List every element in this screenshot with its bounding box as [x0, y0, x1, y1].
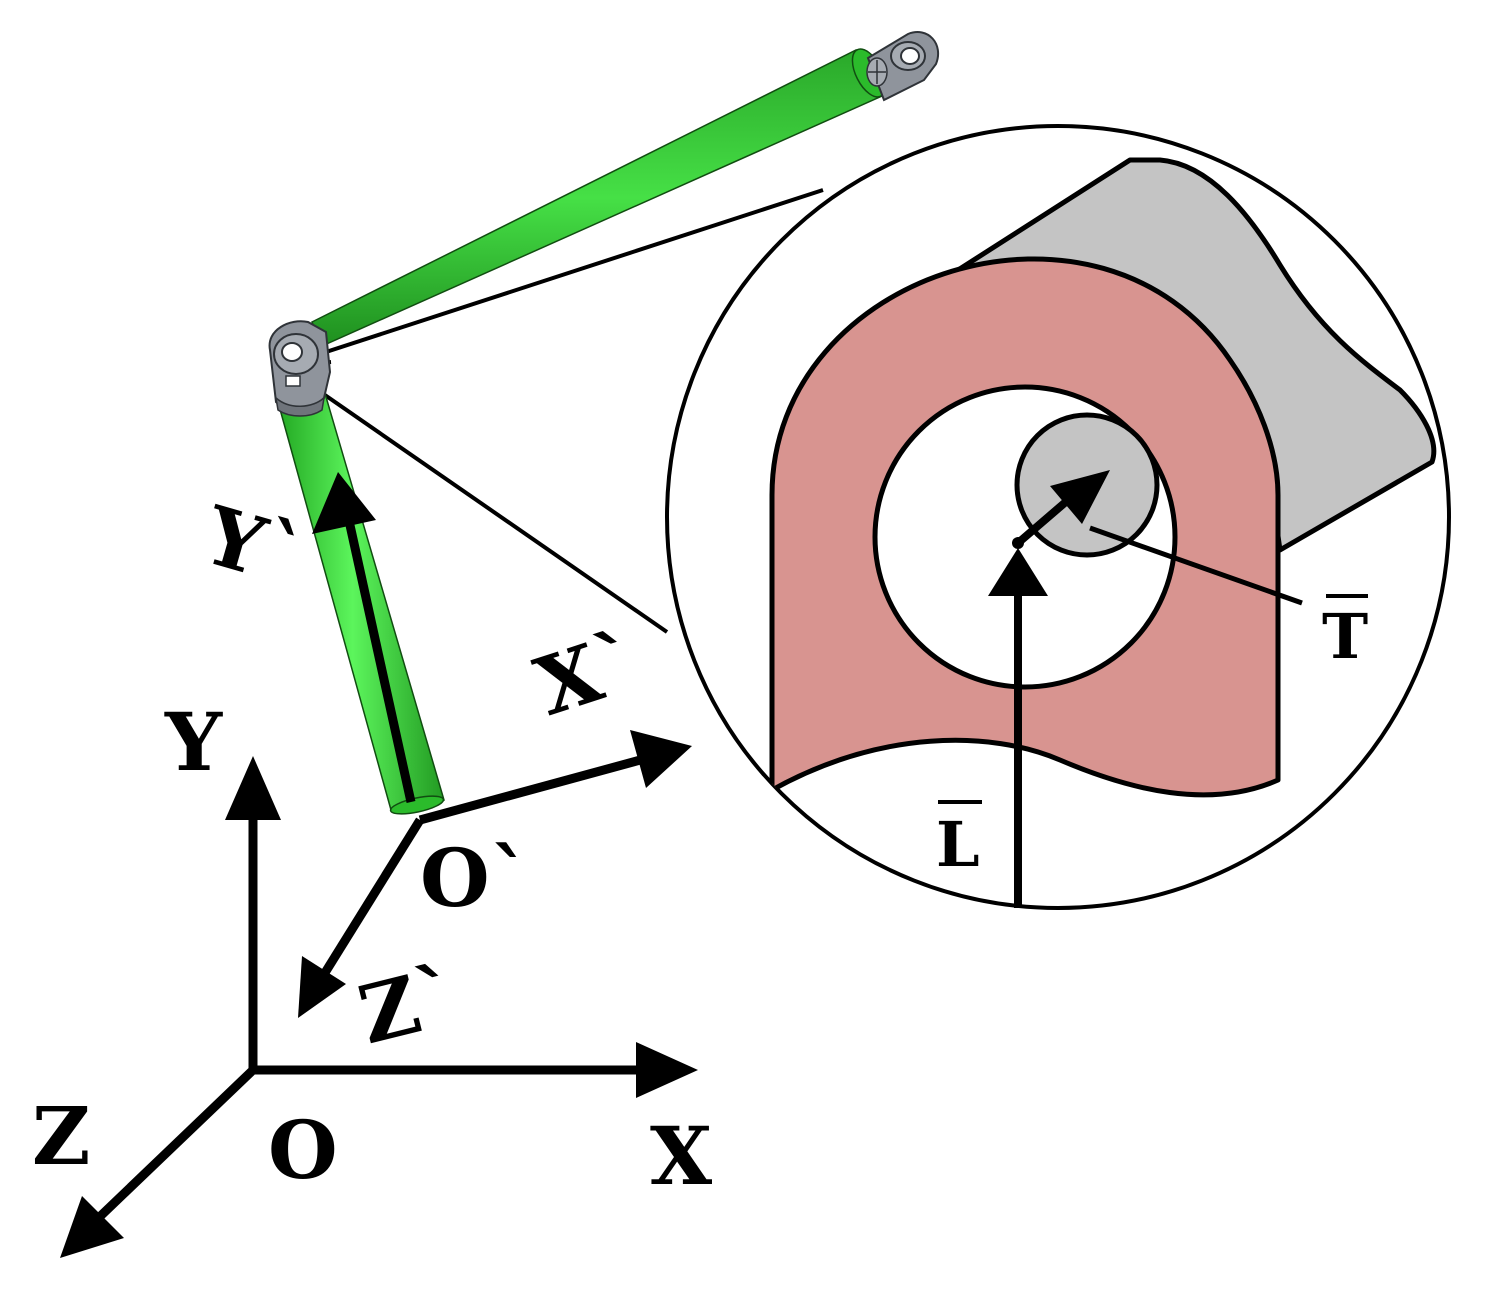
local-y-axis	[312, 472, 416, 803]
global-x-axis	[253, 1042, 698, 1098]
upper-eyelet	[866, 31, 939, 102]
local-z-axis	[298, 817, 424, 1018]
lower-rod	[277, 389, 445, 815]
vector-l	[988, 548, 1048, 908]
global-y-axis	[225, 756, 281, 1070]
label-global-y: Y	[164, 695, 223, 789]
label-local-y: Y`	[194, 488, 314, 605]
label-vector-t: T	[1322, 600, 1368, 673]
t-leader-line	[1089, 525, 1303, 606]
local-x-axis	[418, 730, 692, 825]
label-local-z: Z`	[350, 947, 468, 1062]
vector-inner-arrow	[1012, 470, 1110, 549]
label-local-origin: O`	[420, 831, 530, 925]
middle-joint	[268, 320, 332, 417]
magnified-joint-circle	[665, 124, 1451, 910]
label-global-z: Z	[32, 1089, 90, 1183]
global-z-axis	[60, 1066, 257, 1258]
label-vector-l: L	[936, 808, 980, 881]
label-global-x: X	[650, 1109, 712, 1203]
label-local-x: X`	[525, 613, 651, 734]
label-global-origin: O	[268, 1103, 338, 1197]
